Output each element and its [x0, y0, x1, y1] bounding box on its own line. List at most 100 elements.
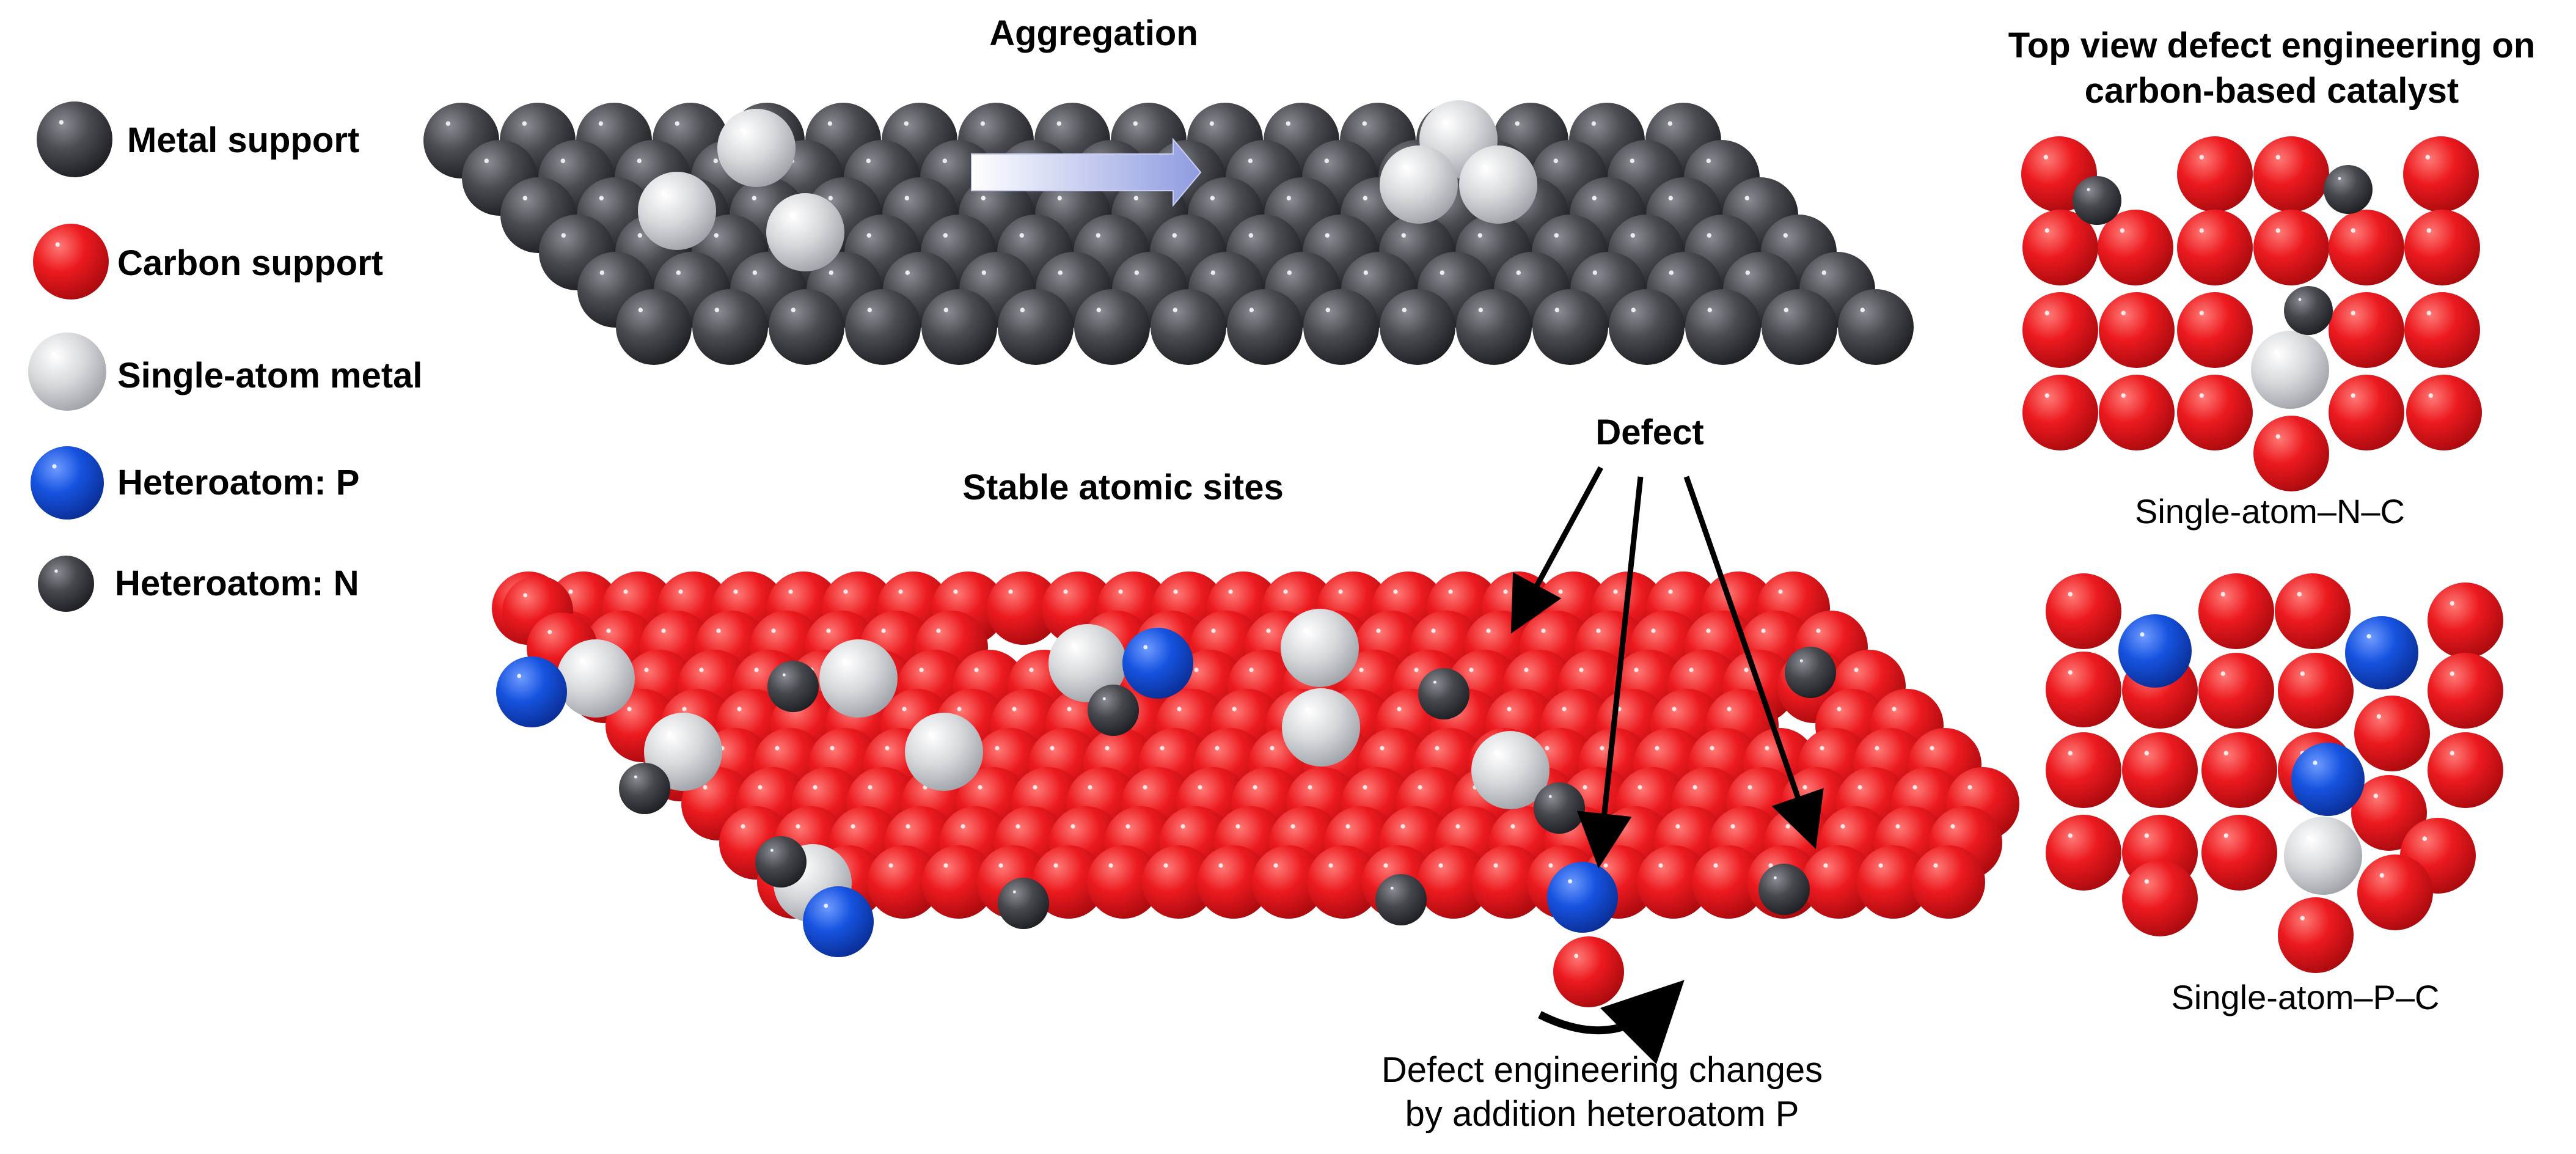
- carbon-atom: [2099, 292, 2175, 368]
- nitrogen-atom: [1785, 647, 1836, 698]
- carbon-atom: [1087, 845, 1160, 919]
- top-view-panel-p-c: [2046, 573, 2503, 973]
- carbon-atom: [2428, 653, 2503, 729]
- single-atom-metal: [557, 639, 635, 718]
- engineering-note-line2: by addition heteroatom P: [1405, 1094, 1799, 1134]
- carbon-atom: [1307, 845, 1380, 919]
- single-atom-metal: [2251, 331, 2329, 409]
- carbon-atom: [2357, 854, 2433, 930]
- metal-atom: [1609, 289, 1685, 365]
- defect-arrow-2: [1577, 476, 1644, 869]
- carbon-atom: [1197, 845, 1270, 919]
- defect-arrow-3: [1683, 476, 1824, 850]
- carbon-atom: [1417, 845, 1490, 919]
- legend-label-heteroatom-n: Heteroatom: N: [115, 564, 359, 603]
- carbon-atom: [2046, 573, 2121, 649]
- metal-atom: [37, 101, 112, 177]
- phosphorus-atom: [2291, 743, 2365, 816]
- phosphorus-atom: [496, 656, 567, 727]
- stable-sites-title: Stable atomic sites: [962, 468, 1284, 507]
- single-atom-metal: [2284, 817, 2362, 895]
- nitrogen-atom: [2073, 176, 2121, 225]
- nitrogen-atom: [1418, 668, 1469, 719]
- carbon-atom: [867, 845, 940, 919]
- carbon-atom: [2177, 136, 2253, 212]
- metal-atom: [1074, 289, 1150, 365]
- metal-atom: [1532, 289, 1608, 365]
- single-atom-metal: [28, 333, 106, 411]
- carbon-atom: [2201, 815, 2277, 891]
- carbon-atom: [1032, 845, 1105, 919]
- single-atom-metal: [819, 639, 898, 718]
- metal-support-slab: [423, 100, 1914, 365]
- defect-arrows: [1510, 466, 1824, 869]
- aggregation-arrow: [971, 138, 1202, 207]
- carbon-atom: [1912, 845, 1985, 919]
- carbon-atom: [2351, 775, 2427, 851]
- metal-atom: [1762, 289, 1837, 365]
- carbon-atom: [1553, 936, 1624, 1007]
- carbon-atom: [2198, 573, 2274, 649]
- metal-atom: [845, 289, 921, 365]
- carbon-atom: [2253, 416, 2329, 491]
- legend-atoms: [28, 101, 112, 612]
- carbon-atom: [2428, 583, 2503, 658]
- metal-atom: [1303, 289, 1379, 365]
- top-view-title-line1: Top view defect engineering on: [2008, 26, 2536, 65]
- single-atom-metal: [717, 109, 796, 187]
- carbon-atom: [1472, 845, 1545, 919]
- nitrogen-atom: [2324, 165, 2373, 214]
- carbon-atom: [2122, 732, 2198, 808]
- nitrogen-atom: [755, 836, 807, 888]
- carbon-atom: [2177, 210, 2253, 285]
- carbon-atom: [2278, 897, 2354, 973]
- defect-label: Defect: [1595, 413, 1704, 452]
- carbon-atom: [2329, 292, 2404, 368]
- top-view-panel-n-c: [2021, 136, 2482, 491]
- top-view-title-line2: carbon-based catalyst: [2084, 71, 2459, 111]
- carbon-atom: [2198, 653, 2274, 729]
- metal-atom: [1227, 289, 1303, 365]
- carbon-atom: [2098, 210, 2173, 285]
- nitrogen-atom: [2284, 286, 2333, 335]
- metal-atom: [921, 289, 997, 365]
- carbon-atom: [2406, 375, 2482, 450]
- nitrogen-atom: [619, 763, 670, 814]
- carbon-atom: [2403, 136, 2479, 212]
- aggregation-title: Aggregation: [989, 13, 1198, 53]
- nitrogen-atom: [38, 556, 94, 612]
- single-atom-metal: [1380, 145, 1458, 224]
- metal-atom: [1151, 289, 1226, 365]
- carbon-atom: [2329, 375, 2404, 450]
- phosphorus-atom: [1547, 862, 1618, 933]
- carbon-atom: [2404, 292, 2480, 368]
- legend-label-heteroatom-p: Heteroatom: P: [117, 463, 360, 502]
- metal-atom: [1456, 289, 1532, 365]
- carbon-atom: [2428, 732, 2503, 808]
- single-atom-metal: [638, 172, 716, 250]
- phosphorus-atom: [31, 446, 104, 520]
- engineering-note-line1: Defect engineering changes: [1381, 1050, 1823, 1090]
- nitrogen-atom: [1758, 864, 1810, 915]
- single-atom-metal: [905, 713, 983, 791]
- carbon-atom: [1692, 845, 1765, 919]
- legend-label-single-atom-metal: Single-atom metal: [117, 356, 423, 395]
- carbon-atom: [2099, 375, 2175, 450]
- metal-atom: [769, 289, 844, 365]
- curved-arrow: [1538, 980, 1685, 1065]
- single-atom-metal: [1281, 609, 1359, 687]
- single-atom-metal: [1471, 731, 1550, 809]
- carbon-support-slab: [492, 571, 2019, 1007]
- carbon-atom: [33, 224, 109, 300]
- single-atom-metal: [1282, 688, 1360, 766]
- phosphorus-atom: [1122, 628, 1193, 699]
- carbon-atom: [2022, 210, 2098, 285]
- metal-atom: [616, 289, 692, 365]
- nitrogen-atom: [998, 878, 1049, 929]
- carbon-atom: [2354, 696, 2430, 771]
- carbon-atom: [922, 845, 995, 919]
- carbon-atom: [2201, 732, 2277, 808]
- metal-atom: [1380, 289, 1455, 365]
- panel-label-single-atom-p-c: Single-atom–P–C: [2171, 978, 2440, 1016]
